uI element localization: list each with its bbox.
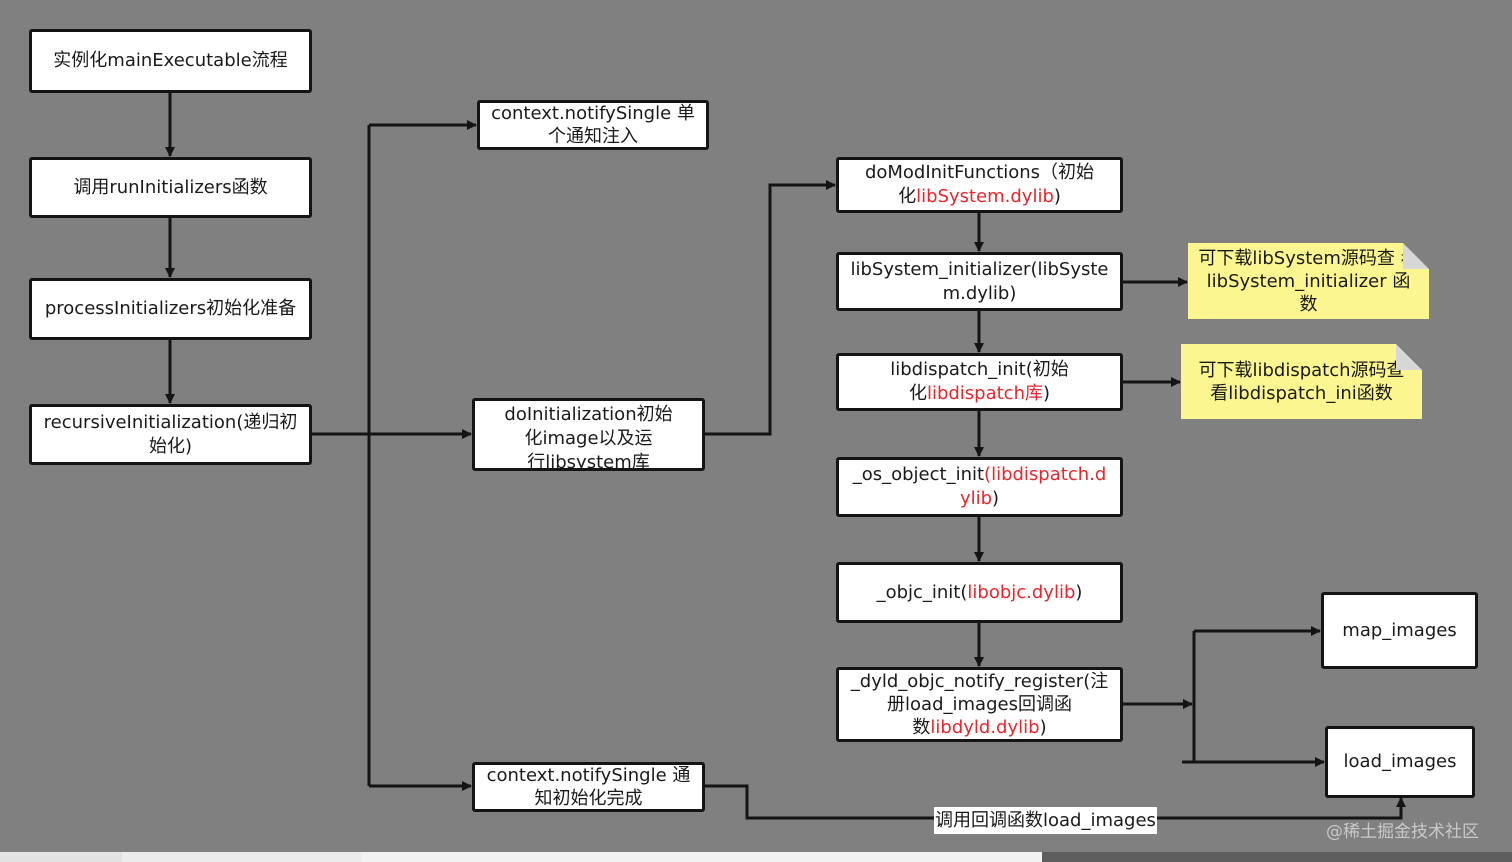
note-libdispatch-source: 可下载libdispatch源码查 看libdispatch_ini函数 [1181, 344, 1422, 419]
node-label: map_images [1342, 619, 1457, 641]
node-label-line1: libdispatch_init(初始 [890, 359, 1069, 380]
node-label: load_images [1343, 751, 1457, 772]
scrollbar-segment [362, 852, 1042, 862]
node-label-line2: 化image以及运 [524, 428, 653, 449]
node-process-initializers[interactable]: processInitializers初始化准备 [29, 278, 312, 340]
node-recursive-initialization[interactable]: recursiveInitialization(递归初 始化) [29, 404, 312, 465]
node-run-initializers[interactable]: 调用runInitializers函数 [29, 157, 312, 218]
node-os-object-init[interactable]: _os_object_init(libdispatch.d ylib) [836, 457, 1123, 517]
note-libsystem-source: 可下载libSystem源码查 看libSystem_initializer 函… [1188, 243, 1429, 319]
scrollbar-segment [0, 852, 122, 862]
note-line3: 函数 [1299, 270, 1411, 315]
node-label-line1: _os_object_init(libdispatch.d [852, 464, 1107, 485]
scrollbar-thumb[interactable] [1042, 852, 1512, 862]
edge-notify-done-to-load [704, 784, 1406, 820]
node-label: processInitializers初始化准备 [44, 298, 297, 319]
node-label-line3: 行libsystem库 [527, 452, 650, 471]
node-label-line2: m.dylib) [942, 282, 1017, 304]
node-label-line2: 册load_images回调函 [887, 694, 1072, 715]
node-instantiate-main[interactable]: 实例化mainExecutable流程 [29, 29, 312, 93]
note-fold-corner [1396, 344, 1422, 370]
node-label-line1: libSystem_initializer(libSyste [850, 258, 1109, 280]
node-label-line1: doModInitFunctions（初始 [864, 162, 1095, 183]
library-highlight: libSystem.dylib [916, 186, 1054, 207]
node-libdispatch-init[interactable]: libdispatch_init(初始 化libdispatch库) [836, 353, 1123, 411]
node-label: 实例化mainExecutable流程 [53, 50, 288, 71]
node-label-line2: 化libSystem.dylib) [898, 186, 1061, 207]
library-highlight: libdispatch库 [926, 383, 1043, 404]
node-libsystem-initializer[interactable]: libSystem_initializer(libSyste m.dylib) [836, 252, 1123, 311]
node-label-line2: 知初始化完成 [534, 788, 643, 809]
note-line2: 看libdispatch_ini函数 [1210, 382, 1393, 404]
node-label-line3: 数libdyld.dylib) [912, 717, 1047, 738]
watermark: @稀土掘金技术社区 [1326, 822, 1479, 842]
note-line1: 可下载libSystem源码查 [1198, 247, 1395, 269]
note-fold-corner [1403, 243, 1429, 269]
node-label-line2: ylib) [959, 488, 1000, 509]
library-highlight: libdyld.dylib [930, 717, 1040, 738]
node-label-line1: context.notifySingle 单 [491, 103, 695, 124]
node-do-mod-init-functions[interactable]: doModInitFunctions（初始 化libSystem.dylib) [836, 157, 1123, 213]
horizontal-scrollbar[interactable] [0, 852, 1512, 862]
node-label-line1: doInitialization初始 [504, 404, 673, 425]
node-label-line2: 化libdispatch库) [908, 383, 1051, 404]
node-label-line1: recursiveInitialization(递归初 [43, 411, 298, 433]
scrollbar-segment [124, 852, 360, 862]
node-load-images[interactable]: load_images [1325, 726, 1475, 798]
node-notify-single-inject[interactable]: context.notifySingle 单 个通知注入 [477, 100, 709, 150]
node-dyld-objc-notify-register[interactable]: _dyld_objc_notify_register(注 册load_image… [836, 667, 1123, 742]
library-highlight: (libdispatch.d [984, 464, 1107, 485]
node-label: 调用runInitializers函数 [73, 176, 268, 198]
node-label-line2: 始化) [148, 435, 193, 457]
edge-doinit-to-modinit [704, 180, 836, 436]
node-label-line1: context.notifySingle 通 [486, 765, 691, 786]
node-do-initialization[interactable]: doInitialization初始 化image以及运 行libsystem库 [472, 398, 705, 471]
node-label: _objc_init(libobjc.dylib) [876, 581, 1083, 603]
library-highlight: libobjc.dylib [967, 581, 1076, 603]
library-highlight: ylib [959, 488, 993, 509]
node-label-line1: _dyld_objc_notify_register(注 [850, 671, 1109, 692]
node-notify-single-done[interactable]: context.notifySingle 通 知初始化完成 [472, 762, 705, 812]
edge-label-call-load-images: 调用回调函数load_images [934, 807, 1157, 834]
node-objc-init[interactable]: _objc_init(libobjc.dylib) [836, 562, 1123, 623]
note-line1: 可下载libdispatch源码查 [1198, 359, 1405, 381]
node-map-images[interactable]: map_images [1321, 592, 1478, 669]
node-label-line2: 个通知注入 [548, 126, 638, 147]
